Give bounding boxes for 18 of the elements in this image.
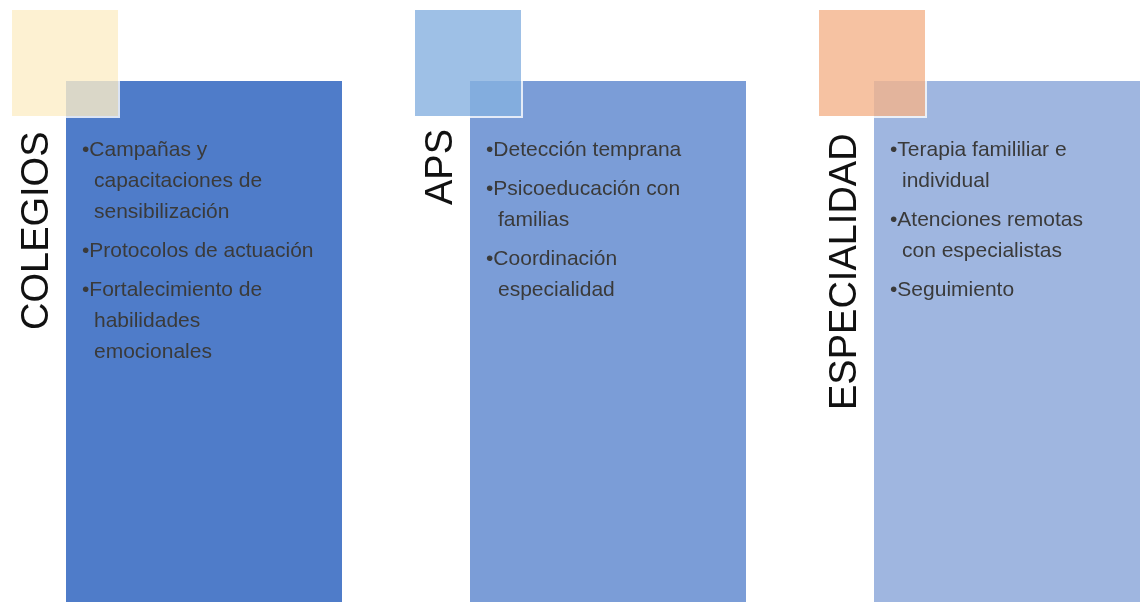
- bullet-item: •Fortalecimiento de habilidades emocionales: [82, 276, 264, 364]
- category-heading: APS: [420, 128, 458, 205]
- bullet-item: •Campañas y capacitaciones de sensibilización: [82, 136, 264, 224]
- bullet-item: •Atenciones remotas con especialistas: [890, 206, 1084, 263]
- category-heading: ESPECIALIDAD: [824, 133, 862, 410]
- bullet-item: •Terapia famililiar e individual: [890, 136, 1068, 193]
- category-heading: COLEGIOS: [16, 131, 54, 330]
- bullet-item: •Psicoeducación con familias: [486, 175, 682, 232]
- accent-square: [413, 8, 523, 118]
- category-panel: [874, 81, 1140, 602]
- accent-square: [10, 8, 120, 118]
- accent-square: [817, 8, 927, 118]
- category-panel: [66, 81, 342, 602]
- bullet-item: •Coordinación especialidad: [486, 245, 619, 302]
- bullet-item: •Seguimiento: [890, 276, 1016, 302]
- bullet-item: •Detección temprana: [486, 136, 683, 162]
- category-panel: [470, 81, 746, 602]
- bullet-item: •Protocolos de actuación: [82, 237, 314, 263]
